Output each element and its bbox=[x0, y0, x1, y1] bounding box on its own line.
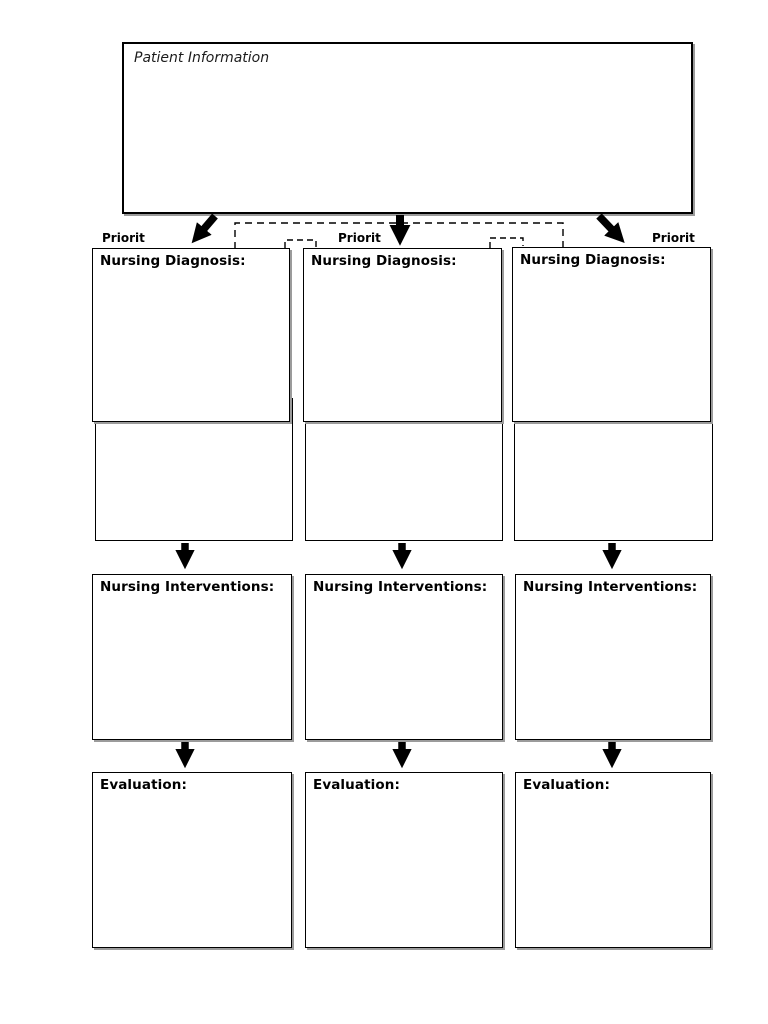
evaluation-box-2: Evaluation: bbox=[305, 772, 503, 948]
priority-label-1: Priorit bbox=[102, 231, 145, 245]
priority-label-3: Priorit bbox=[652, 231, 695, 245]
evaluation-label-1: Evaluation: bbox=[100, 777, 187, 793]
nursing-diagnosis-box-2: Nursing Diagnosis: bbox=[303, 248, 502, 422]
nursing-diagnosis-label-3: Nursing Diagnosis: bbox=[520, 252, 666, 268]
patient-information-label: Patient Information bbox=[134, 50, 270, 66]
nursing-diagnosis-label-1: Nursing Diagnosis: bbox=[100, 253, 246, 269]
nursing-interventions-box-1: Nursing Interventions: bbox=[92, 574, 292, 740]
nursing-diagnosis-box-3: Nursing Diagnosis: bbox=[512, 247, 711, 422]
evaluation-label-3: Evaluation: bbox=[523, 777, 610, 793]
patient-information-box: Patient Information bbox=[122, 42, 693, 214]
nursing-interventions-label-1: Nursing Interventions: bbox=[100, 579, 275, 595]
evaluation-box-3: Evaluation: bbox=[515, 772, 711, 948]
nursing-interventions-box-3: Nursing Interventions: bbox=[515, 574, 711, 740]
dashed-connector-diagnosis1-to-diagnosis2 bbox=[284, 239, 317, 248]
nursing-interventions-box-2: Nursing Interventions: bbox=[305, 574, 503, 740]
nursing-interventions-label-3: Nursing Interventions: bbox=[523, 579, 698, 595]
nursing-diagnosis-label-2: Nursing Diagnosis: bbox=[311, 253, 457, 269]
priority-label-2: Priorit bbox=[338, 231, 381, 245]
arrow-patient-to-diagnosis-1 bbox=[191, 213, 218, 244]
nursing-diagnosis-box-1: Nursing Diagnosis: bbox=[92, 248, 290, 422]
evaluation-box-1: Evaluation: bbox=[92, 772, 292, 948]
arrow-patient-to-diagnosis-3 bbox=[596, 213, 625, 243]
evaluation-label-2: Evaluation: bbox=[313, 777, 400, 793]
dashed-connector-diagnosis1-to-diagnosis3 bbox=[234, 222, 564, 250]
nursing-interventions-label-2: Nursing Interventions: bbox=[313, 579, 488, 595]
